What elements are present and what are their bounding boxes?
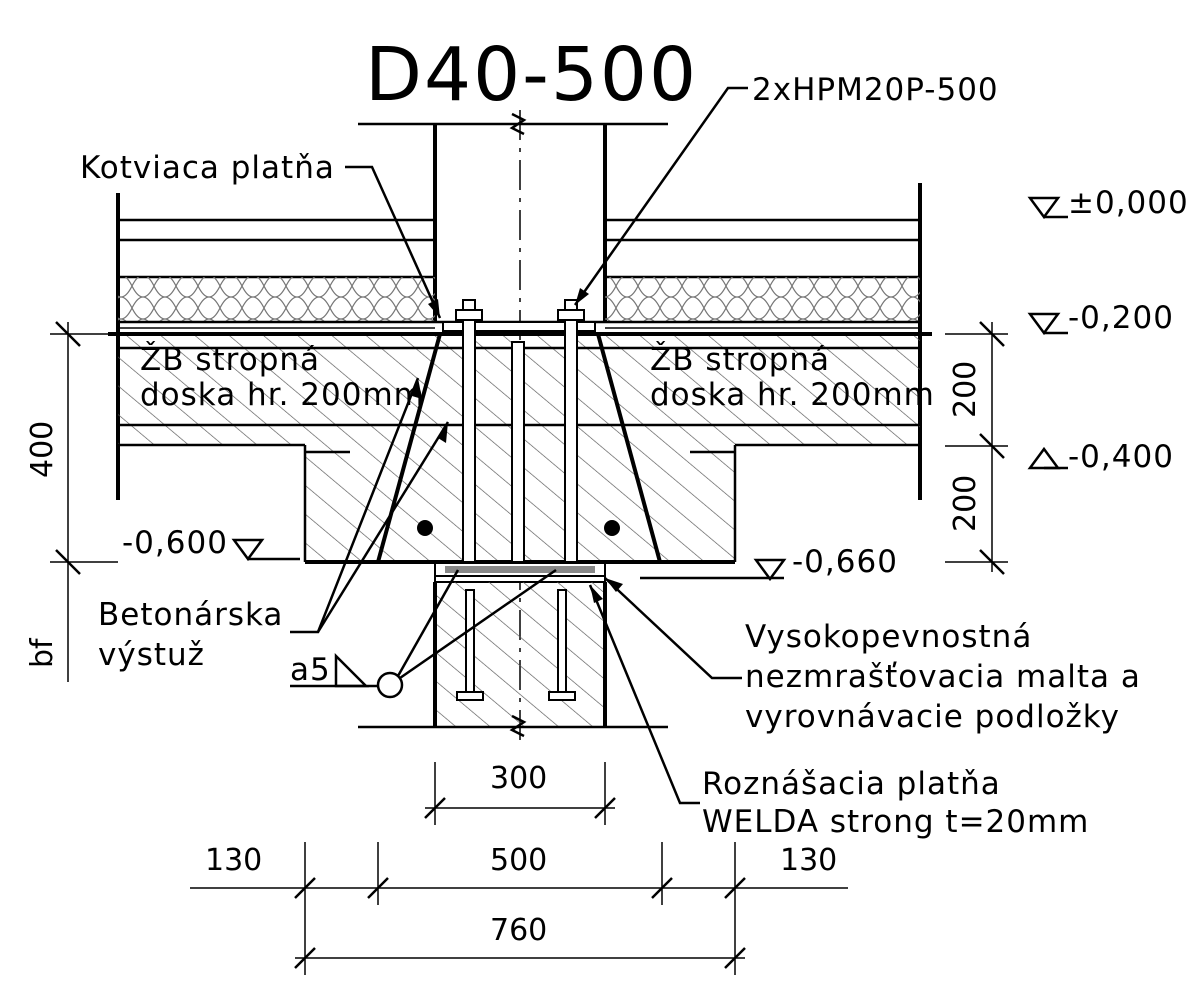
label-spread-1: Roznášacia platňa: [702, 766, 1001, 802]
label-slab-left-1: ŽB stropná: [140, 342, 320, 378]
dim-200-bottom: 200: [948, 475, 983, 532]
label-slab-left-2: doska hr. 200mm: [140, 377, 425, 413]
label-rebar-1: Betonárska: [98, 597, 283, 633]
label-spread-2: WELDA strong t=20mm: [702, 804, 1089, 840]
dim-760: 760: [490, 913, 547, 948]
level-400: -0,400: [1068, 439, 1174, 475]
label-rebar-2: výstuž: [98, 637, 205, 673]
drawing-title: D40-500: [365, 32, 698, 118]
leader-lines: [290, 86, 748, 805]
grout-and-lower-column: [358, 562, 668, 738]
dim-130-left: 130: [205, 843, 262, 878]
label-weld: a5: [290, 652, 331, 688]
label-grout-2: nezmrašťovacia malta a: [745, 659, 1141, 695]
level-660: -0,660: [792, 544, 898, 580]
dim-400: 400: [25, 421, 60, 478]
label-slab-right-1: ŽB stropná: [650, 342, 830, 378]
level-0: ±0,000: [1068, 185, 1189, 221]
level-markers: ±0,000 -0,200 -0,400 -0,600 -0,660: [122, 185, 1189, 582]
dim-300: 300: [490, 761, 547, 796]
anchor-plate-assembly: [376, 299, 662, 563]
dim-bf: bf: [25, 637, 60, 668]
label-grout-1: Vysokopevnostná: [745, 619, 1032, 655]
level-600: -0,600: [122, 525, 228, 561]
annotation-labels: 2xHPM20P-500 Kotviaca platňa ŽB stropná …: [80, 72, 1141, 840]
floor-layers: [116, 183, 922, 500]
label-grout-3: vyrovnávacie podložky: [745, 699, 1120, 735]
dimension-lines: 400 bf 200 200 300 130 500 130: [25, 321, 1008, 975]
label-slab-right-2: doska hr. 200mm: [650, 377, 935, 413]
dim-500: 500: [490, 843, 547, 878]
label-anchor-plate: Kotviaca platňa: [80, 150, 335, 186]
dim-200-top: 200: [948, 361, 983, 418]
label-anchor-bolts: 2xHPM20P-500: [752, 72, 999, 108]
dim-130-right: 130: [780, 843, 837, 878]
level-200: -0,200: [1068, 300, 1174, 336]
